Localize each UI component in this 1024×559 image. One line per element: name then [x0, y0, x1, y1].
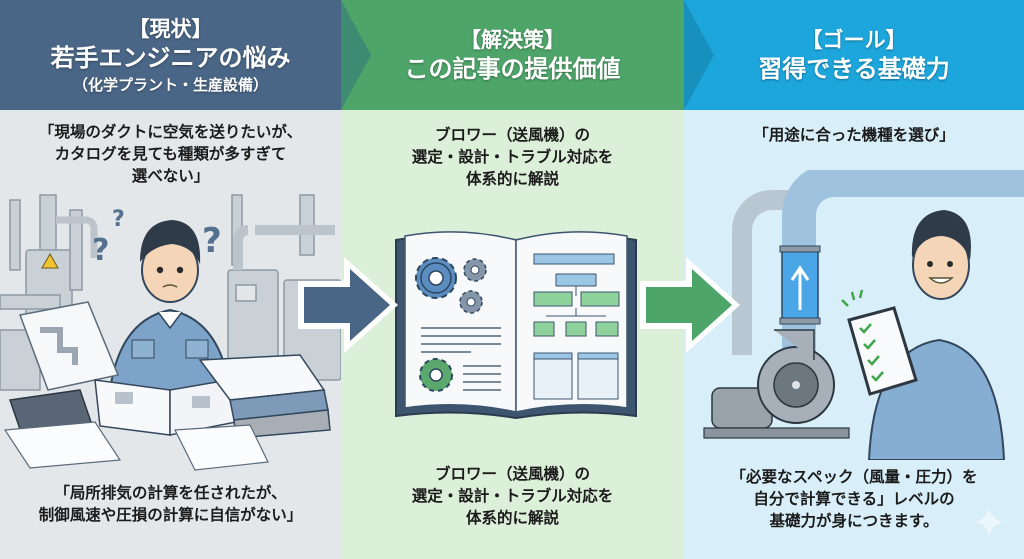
sparkle-lines-icon [841, 289, 864, 307]
header-tag: 【ゴール】 [801, 27, 907, 52]
quote-line: 体系的に解説 [465, 170, 559, 188]
header-title: 若手エンジニアの悩み [50, 43, 291, 72]
question-mark-icon: ? [202, 221, 222, 261]
quote-line: 「局所排気の計算を任されたが、 [54, 484, 287, 502]
text-lines [421, 327, 501, 391]
catalog-books [3, 354, 331, 471]
arrow-right-icon [298, 257, 398, 353]
chevron-icon [684, 0, 714, 110]
sparkle-icon [974, 507, 1004, 537]
airflow-arrow-icon [790, 265, 810, 310]
confident-engineer-illustration [703, 170, 1024, 460]
quote-line: カタログを見ても種類が多すぎて [54, 145, 287, 163]
header-goal: 【ゴール】 習得できる基礎力 [684, 0, 1024, 110]
duct-drawing [18, 301, 120, 391]
gear-icon [415, 257, 457, 299]
checkmark-icon [871, 371, 884, 382]
header-current-state: 【現状】 若手エンジニアの悩み （化学プラント・生産設備） [0, 0, 341, 110]
chevron-icon [341, 0, 371, 110]
gear-icon [463, 258, 487, 282]
question-mark-icon: ? [112, 207, 125, 232]
flowchart [533, 253, 620, 337]
question-mark-icon: ? [92, 233, 109, 268]
open-book-illustration [395, 231, 637, 420]
quote-line: ブロワー（送風機）の [434, 126, 590, 144]
column-solution: 【解決策】 この記事の提供価値 ブロワー（送風機）の 選定・設計・トラブル対応を… [341, 0, 684, 559]
header-tag: 【解決策】 [460, 27, 565, 52]
quote-line: 選定・設計・トラブル対応を [411, 148, 614, 166]
worry-quote-catalog: 「現場のダクトに空気を送りたいが、 カタログを見ても種類が多すぎて 選べない」 [0, 121, 341, 187]
header-title: 習得できる基礎力 [758, 54, 950, 83]
quote-line: 「必要なスペック（風量・圧力）を [730, 468, 978, 486]
quote-line: 体系的に解説 [465, 509, 559, 527]
gear-icon [419, 358, 453, 392]
quote-line: 選定・設計・トラブル対応を [411, 487, 614, 505]
quote-line: 制御風速や圧損の計算に自信がない」 [38, 506, 303, 524]
header-solution: 【解決策】 この記事の提供価値 [341, 0, 684, 110]
checklist-tablet [841, 289, 918, 396]
column-current-state: 【現状】 若手エンジニアの悩み （化学プラント・生産設備） 「現場のダクトに空気… [0, 0, 341, 559]
warning-icon [41, 252, 59, 269]
gear-icon [459, 290, 483, 314]
header-subtitle: （化学プラント・生産設備） [72, 75, 268, 94]
quote-line: 「現場のダクトに空気を送りたいが、 [38, 123, 303, 141]
engineer-worried [108, 220, 232, 391]
goal-quote-select: 「用途に合った機種を選び」 [684, 124, 1024, 146]
quote-line: 選べない」 [131, 167, 210, 185]
checkmark-icon [859, 323, 872, 334]
quote-line: ブロワー（送風機）の [434, 465, 590, 483]
book-page-left [404, 231, 517, 413]
worry-quote-calculation: 「局所排気の計算を任されたが、 制御風速や圧損の計算に自信がない」 [0, 482, 341, 526]
goal-quote-skill: 「必要なスペック（風量・圧力）を 自分で計算できる」レベルの 基礎力が身につきま… [684, 466, 1024, 532]
column-goal: 【ゴール】 習得できる基礎力 「用途に合った機種を選び」 [684, 0, 1024, 559]
quote-line: 自分で計算できる」レベルの [753, 490, 955, 508]
quote-line: 基礎力が身につきます。 [769, 512, 939, 530]
header-tag: 【現状】 [128, 16, 213, 41]
duct-pipe [732, 170, 1024, 380]
blower-fan [703, 329, 850, 439]
quote-line: 「用途に合った機種を選び」 [753, 126, 955, 144]
arrow-right-icon [640, 257, 740, 353]
checkmark-icon [867, 355, 880, 366]
checkmark-icon [863, 339, 876, 350]
header-title: この記事の提供価値 [404, 54, 621, 83]
table-diagram [533, 352, 619, 400]
solution-text-top: ブロワー（送風機）の 選定・設計・トラブル対応を 体系的に解説 [341, 124, 684, 190]
confused-engineer-illustration: ? ? ? [0, 194, 341, 471]
solution-text-bottom: ブロワー（送風機）の 選定・設計・トラブル対応を 体系的に解説 [341, 463, 684, 529]
